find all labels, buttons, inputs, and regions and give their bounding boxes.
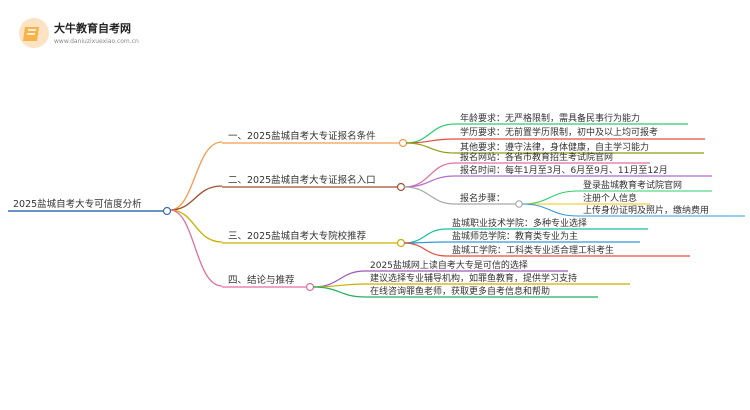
- branch-4-item-1: 2025盐城网上读自考大专是可信的选择: [370, 259, 528, 271]
- branch-1-item-2: 学历要求：无前置学历限制，初中及以上均可报考: [460, 126, 658, 138]
- branch-3-item-3: 盐城工学院：工科类专业适合理工科考生: [452, 244, 614, 256]
- branch-1: 一、2025盐城自考大专证报名条件 年龄要求：无严格限制，需具备民事行为能力 学…: [222, 112, 705, 154]
- root-node-dot: [162, 206, 172, 216]
- connector-branch-3: [169, 209, 223, 243]
- branch-1-item-3: 其他要求：遵守法律，身体健康，自主学习能力: [460, 141, 649, 153]
- branch-4-item-3: 在线咨询罪鱼老师，获取更多自考信息和帮助: [370, 285, 550, 297]
- root-node: 2025盐城自考大专可信度分析: [8, 198, 172, 216]
- branch-2-item-1: 报名网站：各省市教育招生考试院官网: [460, 151, 613, 163]
- logo-url: www.daniuzixuexiao.com.cn: [54, 38, 139, 45]
- branch-2-dot: [396, 182, 406, 192]
- branch-2-item-2: 报名时间：每年1月至3月、6月至9月、11月至12月: [460, 164, 668, 176]
- branch-2-label: 二、2025盐城自考大专证报名入口: [228, 174, 376, 186]
- branch-2: 二、2025盐城自考大专证报名入口 报名网站：各省市教育招生考试院官网 报名时间…: [222, 151, 745, 217]
- branch-3-item-2: 盐城师范学院：教育类专业为主: [452, 230, 578, 242]
- branch-3-dot: [396, 238, 406, 248]
- branch-3: 三、2025盐城自考大专院校推荐 盐城职业技术学院：多种专业选择 盐城师范学院：…: [222, 217, 690, 257]
- branch-2-step-2: 注册个人信息: [583, 192, 637, 204]
- branch-2-step-3: 上传身份证明及照片，缴纳费用: [583, 204, 709, 216]
- branch-3-label: 三、2025盐城自考大专院校推荐: [228, 230, 367, 242]
- connector-branch-1: [169, 141, 223, 211]
- branch-1-dot: [398, 138, 408, 148]
- branch-4: 四、结论与推荐 2025盐城网上读自考大专是可信的选择 建议选择专业辅导机构，如…: [222, 259, 630, 298]
- branch-4-label: 四、结论与推荐: [228, 274, 295, 286]
- connector-branch-2: [169, 185, 223, 211]
- branch-2-step-1: 登录盐城教育考试院官网: [583, 179, 682, 191]
- logo-title: 大牛教育自考网: [54, 21, 131, 35]
- root-connectors: [169, 141, 223, 287]
- branch-1-label: 一、2025盐城自考大专证报名条件: [228, 130, 376, 142]
- branch-4-item-2: 建议选择专业辅导机构，如罪鱼教育，提供学习支持: [370, 272, 577, 284]
- branch-1-item-1: 年龄要求：无严格限制，需具备民事行为能力: [460, 112, 640, 124]
- branch-4-dot: [305, 282, 315, 292]
- connector-branch-4: [169, 209, 223, 287]
- brand-logo: 大牛教育自考网 www.daniuzixuexiao.com.cn: [19, 18, 139, 48]
- root-label: 2025盐城自考大专可信度分析: [13, 198, 142, 210]
- branch-2-item-3: 报名步骤：: [460, 192, 505, 204]
- branch-2-steps-dot: [515, 200, 523, 208]
- branch-3-item-1: 盐城职业技术学院：多种专业选择: [452, 217, 587, 229]
